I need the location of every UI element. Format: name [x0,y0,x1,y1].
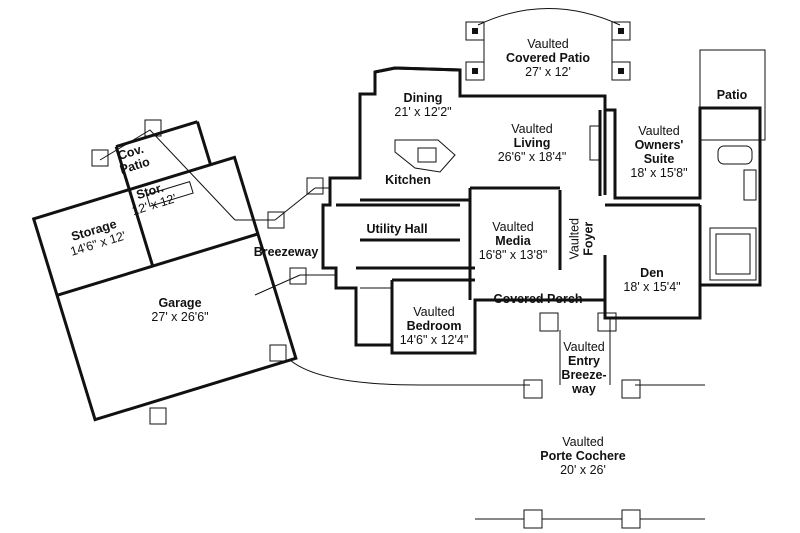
room-label-dining: Dining 21' x 12'2" [394,91,452,119]
exterior-wall [321,66,762,355]
patio-outline [699,49,766,141]
room-label-utility-hall: Utility Hall [366,222,428,236]
room-label-foyer: Vaulted Foyer [567,218,595,260]
column-icon [472,68,478,74]
room-label-living: Vaulted Living 26'6" x 18'4" [497,122,567,164]
room-label-covered-porch: Covered Porch [493,292,583,306]
room-label-entry-breezeway: Vaulted Entry Breeze- way [561,340,607,396]
column-icon [618,68,624,74]
room-label-den: Den 18' x 15'4" [623,266,681,294]
room-label-patio: Patio [716,88,748,102]
room-label-owners-suite: Vaulted Owners' Suite 18' x 15'8" [630,124,688,180]
room-label-media: Vaulted Media 16'8" x 13'8" [478,220,548,262]
covered-patio-arc [477,8,621,26]
room-label-bedroom: Vaulted Bedroom 14'6" x 12'4" [399,305,469,347]
column-icon [472,28,478,34]
room-label-covered-patio: Vaulted Covered Patio 27' x 12' [505,37,591,79]
room-label-kitchen: Kitchen [385,173,431,187]
room-label-breezeway: Breezeway [253,245,319,259]
room-label-garage: Garage 27' x 26'6" [151,296,209,324]
column-icon [618,28,624,34]
room-label-porte-cochere: Vaulted Porte Cochere 20' x 26' [540,435,626,477]
garage-block [31,120,298,422]
